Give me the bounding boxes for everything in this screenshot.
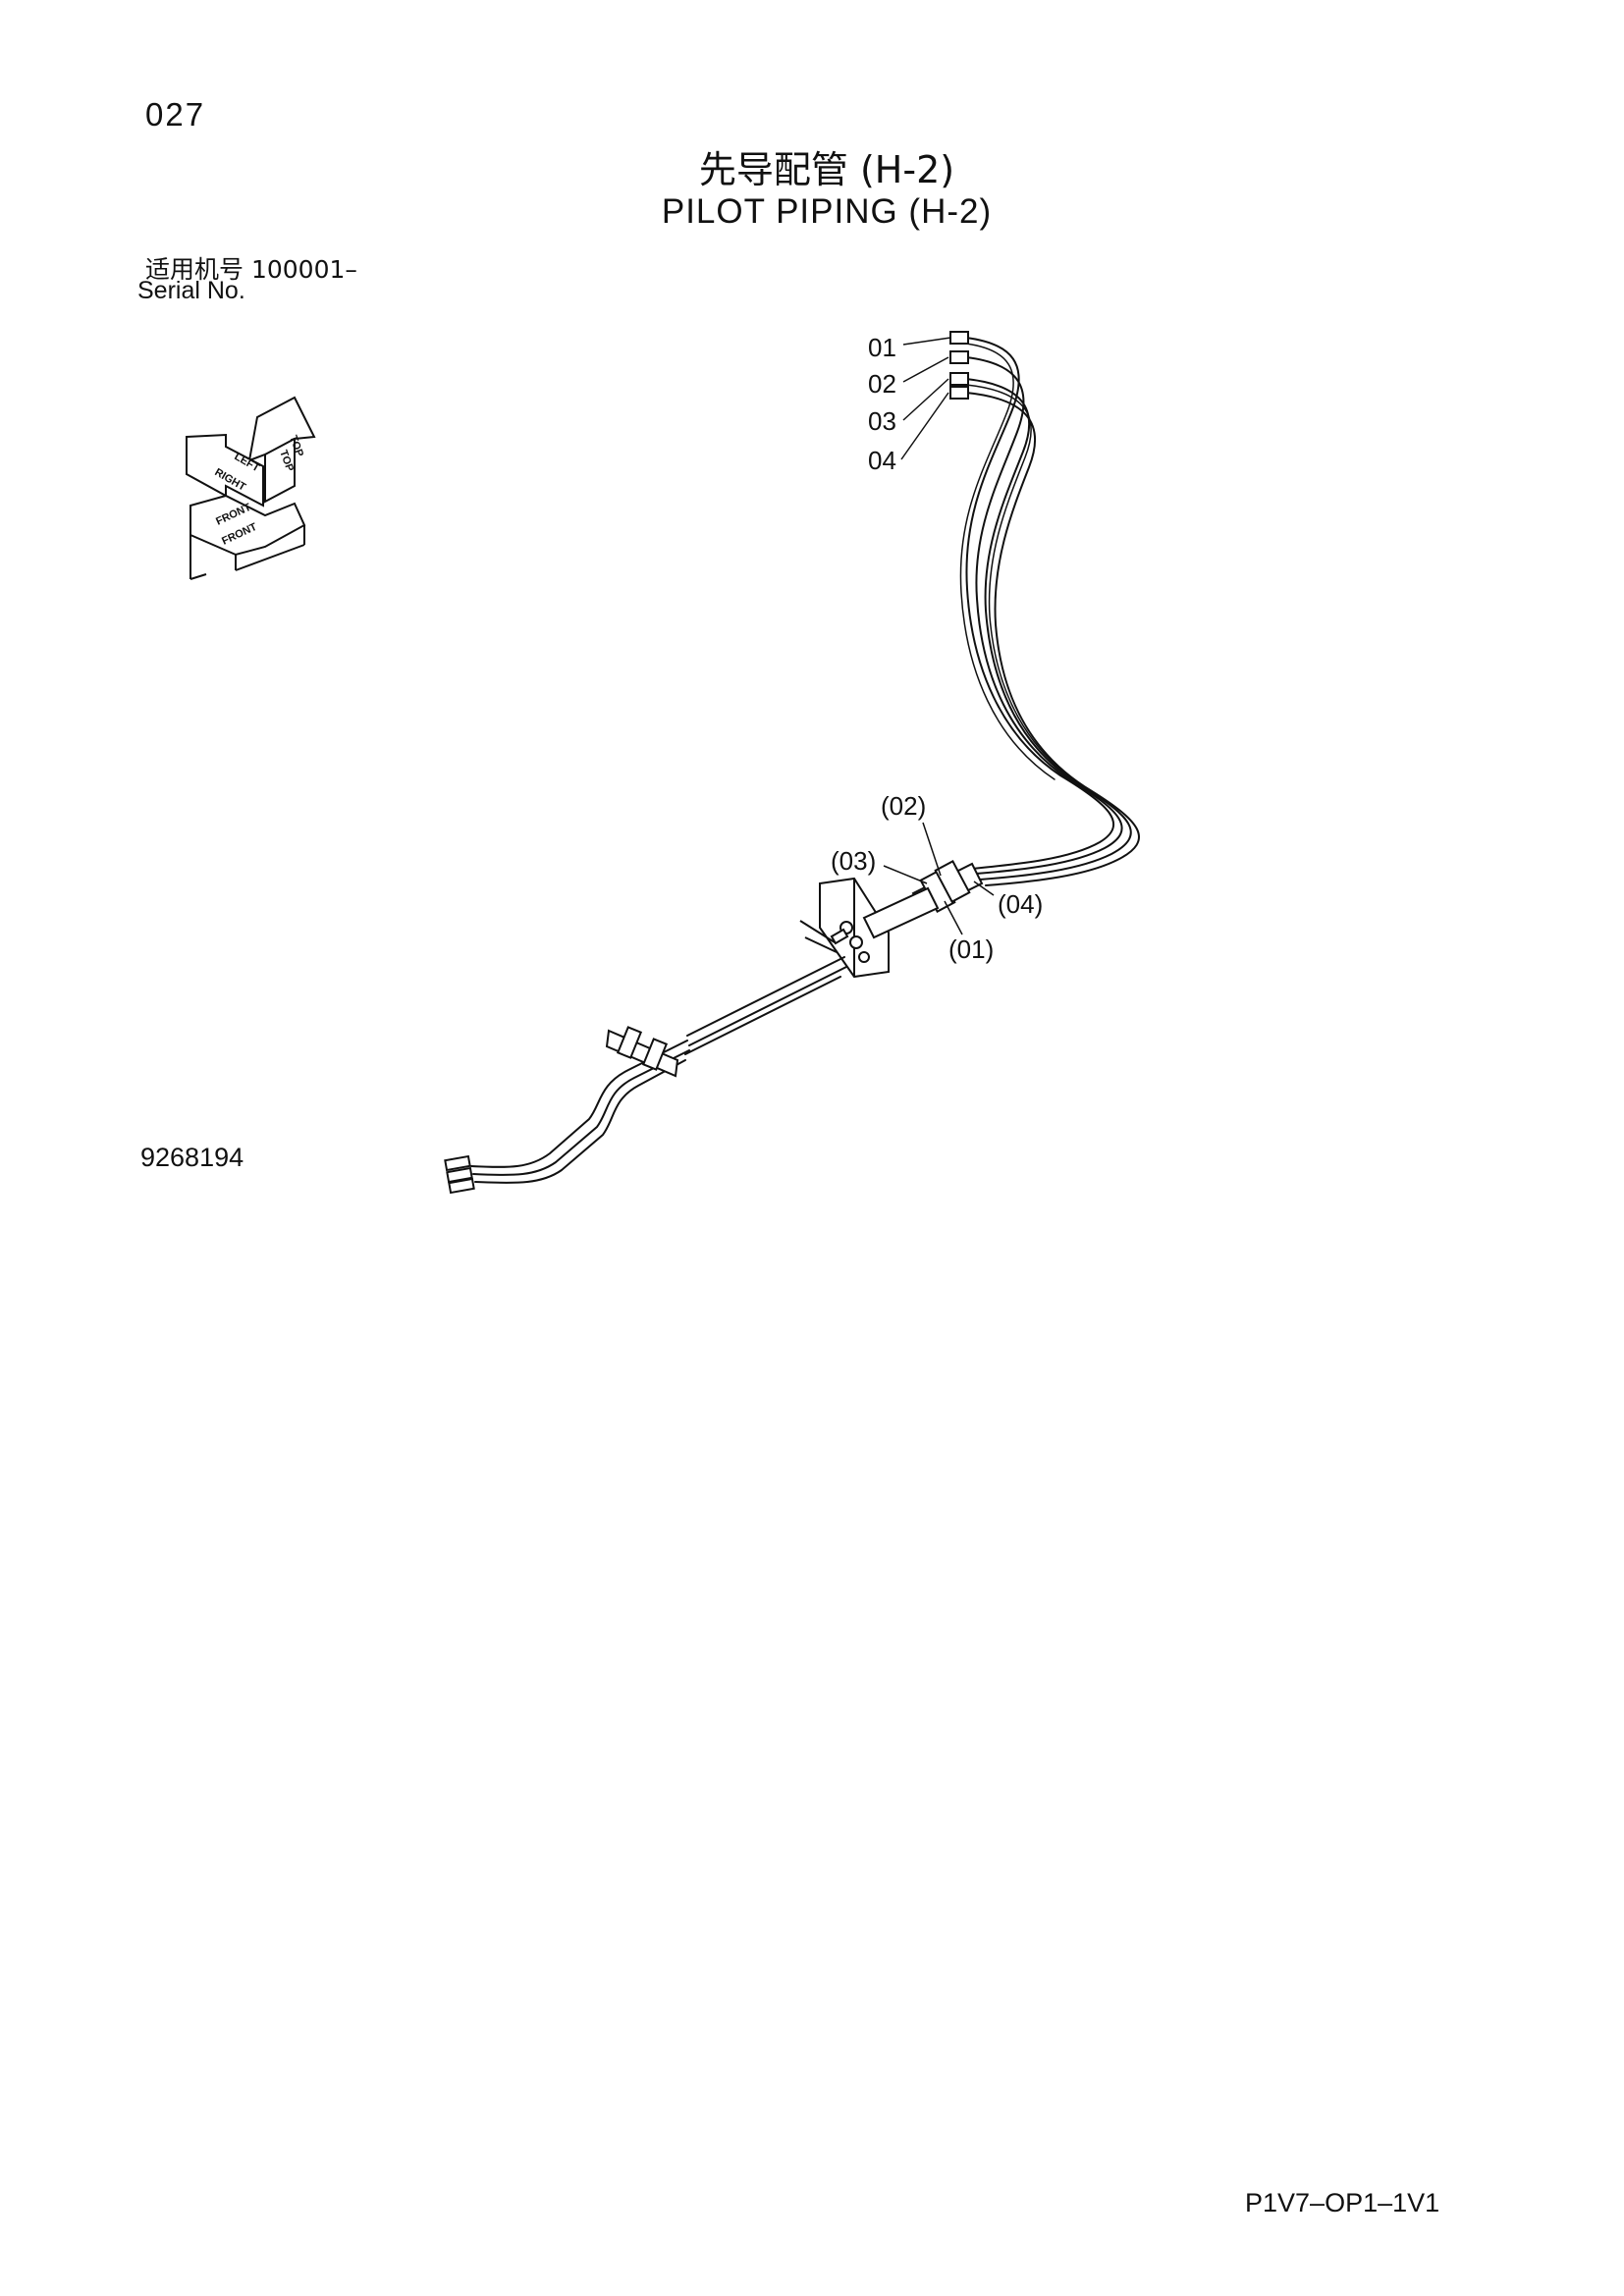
callout-paren-03: (03)	[831, 846, 876, 876]
top-callout-leaders	[900, 337, 951, 460]
title-english: PILOT PIPING (H-2)	[661, 192, 993, 231]
callout-paren-04: (04)	[998, 889, 1043, 919]
pipe-segment-a	[686, 956, 845, 1037]
clamp-block-a	[616, 1026, 643, 1059]
serial-label-chinese: 适用机号 100001–	[145, 255, 357, 284]
pipe-segment-c	[684, 976, 841, 1055]
middle-callout-leaders	[883, 822, 995, 935]
callout-04: 04	[868, 446, 896, 475]
lower-pipe-run	[470, 956, 847, 1184]
fitting-02	[949, 350, 969, 364]
callout-paren-02: (02)	[881, 791, 926, 821]
connector-ring-b	[934, 860, 971, 903]
pipe-bend-c	[474, 1059, 686, 1184]
fitting-04	[949, 386, 969, 400]
title-chinese: 先导配管 (H-2)	[698, 148, 955, 191]
hose-04	[965, 392, 1140, 886]
callout-02: 02	[868, 369, 896, 399]
hose-end-fittings	[949, 331, 969, 400]
orientation-arrows	[186, 396, 316, 580]
callout-03: 03	[868, 406, 896, 436]
clamp-block-b	[641, 1038, 669, 1071]
hose-01-outline	[959, 343, 1056, 780]
callout-paren-01: (01)	[948, 934, 994, 964]
pipe-bend-b	[472, 1049, 690, 1176]
figure-number: 9268194	[140, 1143, 244, 1172]
hose-03-outline	[965, 384, 1087, 789]
pipe-bend-a	[470, 1040, 688, 1168]
pipe-segment-b	[688, 966, 847, 1046]
pipe-end-fittings	[444, 1154, 475, 1195]
hose-bundle	[959, 337, 1140, 886]
hose-03	[965, 378, 1132, 881]
pipe-clamp	[605, 1026, 679, 1078]
hose-02	[965, 356, 1123, 875]
orientation-indicator: TOP TOP LEFT RIGHT FRONT FRONT	[186, 396, 316, 580]
page-number: 027	[145, 96, 206, 133]
tube-section	[862, 886, 940, 939]
fitting-01	[949, 331, 969, 345]
callout-01: 01	[868, 333, 896, 362]
fitting-03	[949, 372, 969, 386]
serial-label-english: Serial No.	[137, 277, 245, 304]
connector-block	[799, 860, 984, 979]
document-code: P1V7–OP1–1V1	[1245, 2188, 1440, 2217]
hose-01	[965, 337, 1115, 870]
